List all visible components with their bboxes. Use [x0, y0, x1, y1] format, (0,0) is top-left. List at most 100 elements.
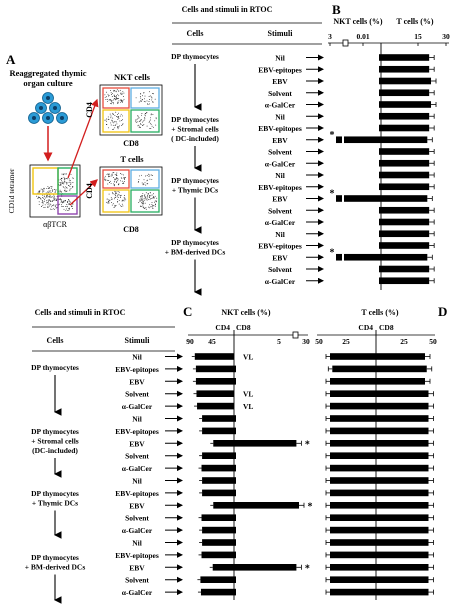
- c-stimulus-label: α-GalCer: [122, 402, 153, 411]
- d-axis-title: T cells (%): [361, 308, 399, 317]
- b-stimulus-label: EBV: [272, 136, 288, 145]
- c-cd4-bar: [194, 353, 234, 360]
- b-stimulus-label: α-GalCer: [265, 159, 296, 168]
- c-significance-star: *: [305, 563, 310, 574]
- d-cd8-bar: [376, 588, 429, 596]
- b-group-4-line1: DP thymocytes: [171, 238, 219, 247]
- c-stimulus-label: α-GalCer: [122, 464, 153, 473]
- b-group-3-line2: + Thymic DCs: [172, 186, 218, 195]
- b-group-2-line1: DP thymocytes: [171, 115, 219, 124]
- panel-c: Cells and stimuli in RTOC Cells Stimuli …: [25, 304, 313, 604]
- d-tick-50-right: 50: [429, 337, 437, 346]
- culture-label-2: organ culture: [23, 78, 72, 88]
- b-tick-15: 15: [414, 32, 422, 41]
- d-cd4-bar: [330, 551, 376, 559]
- d-cd4-label: CD4: [358, 323, 373, 332]
- c-col-stimuli: Stimuli: [125, 336, 151, 345]
- d-cd8-bar: [376, 514, 429, 521]
- d-tick-50-left: 50: [315, 337, 323, 346]
- c-stimulus-label: Nil: [132, 353, 142, 362]
- c-group-2-line3: (DC-included): [32, 446, 78, 455]
- panel-b: Cells and stimuli in RTOC Cells Stimuli …: [165, 2, 450, 296]
- c-cd8-bar: [234, 464, 236, 472]
- b-stimulus-label: Nil: [275, 54, 285, 63]
- c-cd4-bar: [202, 415, 234, 422]
- c-cd8-bar: [234, 514, 236, 521]
- d-cd4-bar: [330, 427, 376, 435]
- b-stimulus-label: Nil: [275, 230, 285, 239]
- b-nkt-bar: [379, 265, 381, 273]
- c-group-3-line2: + Thymic DCs: [32, 499, 78, 508]
- c-stimulus-label: Solvent: [125, 576, 149, 585]
- c-cd8-bar: [234, 502, 299, 509]
- c-cd8-bar: [234, 576, 236, 583]
- b-nkt-bar-extension: [336, 136, 342, 144]
- c-cd4-bar: [196, 390, 234, 397]
- b-stimulus-label: Solvent: [268, 206, 292, 215]
- c-stimulus-label: Solvent: [125, 452, 149, 461]
- panel-d: D T cells (%) CD4 CD8 50 25 25 50: [315, 304, 447, 600]
- c-col-cells: Cells: [47, 336, 64, 345]
- c-group-1-line1: DP thymocytes: [31, 363, 79, 372]
- c-cd8-bar: [234, 588, 236, 596]
- b-nkt-bar: [379, 148, 381, 155]
- c-cd4-bar: [200, 588, 234, 596]
- d-cd8-bar: [376, 489, 429, 497]
- c-cd4-bar: [202, 452, 234, 459]
- arrow-to-nkt: [67, 98, 99, 179]
- culture-label-1: Reaggregated thymic: [9, 68, 86, 78]
- panel-d-letter: D: [438, 304, 447, 319]
- b-header-title: Cells and stimuli in RTOC: [182, 5, 273, 14]
- c-cd4-bar: [212, 564, 234, 571]
- b-nkt-bar: [344, 253, 381, 261]
- b-group-1-line1: DP thymocytes: [171, 52, 219, 61]
- c-tick-30: 30: [302, 337, 310, 346]
- c-vl-label: VL: [243, 390, 253, 399]
- d-cd8-bar: [376, 427, 429, 435]
- d-cd8-bar: [376, 353, 425, 360]
- b-t-bar: [381, 89, 430, 97]
- b-t-bar: [381, 218, 430, 226]
- nkt-cd4-label: CD4: [85, 102, 94, 118]
- b-group-2-line3: ( DC-included): [171, 134, 219, 143]
- b-col-stimuli: Stimuli: [268, 29, 294, 38]
- d-cd8-bar: [376, 564, 429, 571]
- d-cd4-bar: [330, 452, 376, 459]
- b-group-3-line1: DP thymocytes: [171, 176, 219, 185]
- b-t-axis-title: T cells (%): [396, 17, 434, 26]
- c-cd8-bar: [234, 489, 236, 497]
- b-t-bar: [381, 206, 430, 214]
- c-cd8-bar: [234, 452, 236, 459]
- c-cd4-bar: [201, 514, 234, 521]
- c-tick-5: 5: [277, 337, 281, 346]
- b-nkt-bar: [344, 136, 381, 144]
- c-cd4-bar: [195, 365, 234, 373]
- d-cd8-bar: [376, 378, 425, 385]
- c-cd8-bar: [234, 539, 236, 546]
- d-cd4-bar: [332, 365, 376, 373]
- b-t-bar: [381, 54, 430, 61]
- d-tick-25-right: 25: [400, 337, 408, 346]
- b-t-bar: [381, 265, 430, 273]
- b-nkt-bar: [379, 171, 381, 179]
- b-axis-break: [342, 39, 349, 47]
- d-cd8-bar: [376, 440, 429, 447]
- c-group-4-line1: DP thymocytes: [31, 553, 79, 562]
- b-nkt-bar: [379, 206, 381, 214]
- b-t-bar: [381, 112, 430, 120]
- b-tick-3: 3: [328, 32, 332, 41]
- b-stimulus-label: Solvent: [268, 265, 292, 274]
- b-stimulus-label: EBV-epitopes: [258, 242, 302, 251]
- b-t-bar: [381, 171, 430, 179]
- c-cd8-bar: [234, 427, 236, 435]
- b-t-bar: [381, 230, 430, 238]
- nkt-flow-plot: [99, 84, 163, 136]
- b-nkt-bar: [379, 54, 381, 61]
- b-significance-star: *: [330, 189, 335, 200]
- cd1d-axis-label: CD1d tetramer: [7, 168, 16, 213]
- c-stimulus-label: EBV-epitopes: [115, 427, 159, 436]
- d-cd4-bar: [330, 477, 376, 484]
- panel-a-letter: A: [6, 52, 16, 67]
- b-nkt-bar: [379, 230, 381, 238]
- b-stimulus-label: Solvent: [268, 89, 292, 98]
